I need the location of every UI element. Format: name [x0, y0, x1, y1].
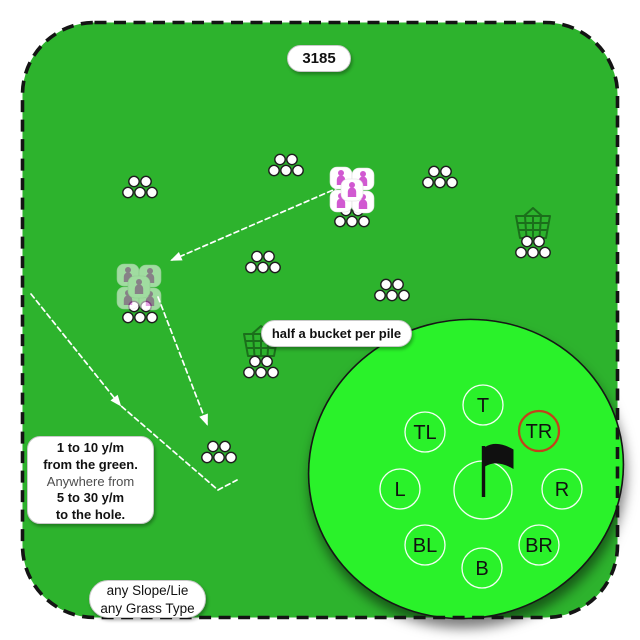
position-label: BR: [525, 535, 553, 557]
distance-note-line: Anywhere from: [46, 473, 135, 489]
arrowhead-icon: [199, 413, 208, 426]
dashed-arrow: [157, 296, 208, 425]
position-circle-B: [461, 547, 503, 589]
boundary-dashed-border: [20, 20, 620, 620]
position-label: TL: [413, 422, 436, 444]
conditions-line: any Slope/Lie: [106, 583, 189, 598]
pin-flag-icon: [481, 443, 514, 497]
distance-note-line: 1 to 10 y/m: [56, 440, 125, 455]
position-label: TR: [526, 421, 553, 443]
conditions-line: any Grass Type: [100, 600, 195, 616]
position-circle-L: [379, 468, 421, 510]
position-circle-BR: [518, 524, 560, 566]
bucket-note-pill: half a bucket per pile: [261, 320, 412, 347]
golfer-cluster-icon: [330, 167, 374, 213]
distance-note-box: 1 to 10 y/m from the green. Anywhere fro…: [27, 436, 154, 524]
position-circle-R: [541, 468, 583, 510]
position-label: L: [394, 479, 405, 501]
golfer-cluster-icon: [117, 264, 161, 310]
distance-note-line: 5 to 30 y/m: [56, 490, 125, 506]
arrowhead-icon: [170, 251, 183, 261]
drill-id-pill: 3185: [287, 45, 351, 72]
position-label: R: [555, 479, 569, 501]
position-circle-BL: [404, 524, 446, 566]
position-circle-TL: [404, 411, 446, 453]
position-label: B: [475, 558, 488, 580]
distance-note-line: to the hole.: [55, 507, 126, 523]
position-label: T: [477, 395, 489, 417]
position-circle-TR: [517, 409, 561, 453]
arrowhead-icon: [110, 394, 122, 407]
distance-note-line: from the green.: [43, 456, 138, 472]
conditions-pill: any Slope/Lie any Grass Type: [89, 580, 206, 618]
position-label: BL: [413, 535, 437, 557]
position-circle-T: [462, 384, 504, 426]
dashed-arrow: [30, 293, 238, 492]
dashed-arrow: [171, 186, 341, 261]
